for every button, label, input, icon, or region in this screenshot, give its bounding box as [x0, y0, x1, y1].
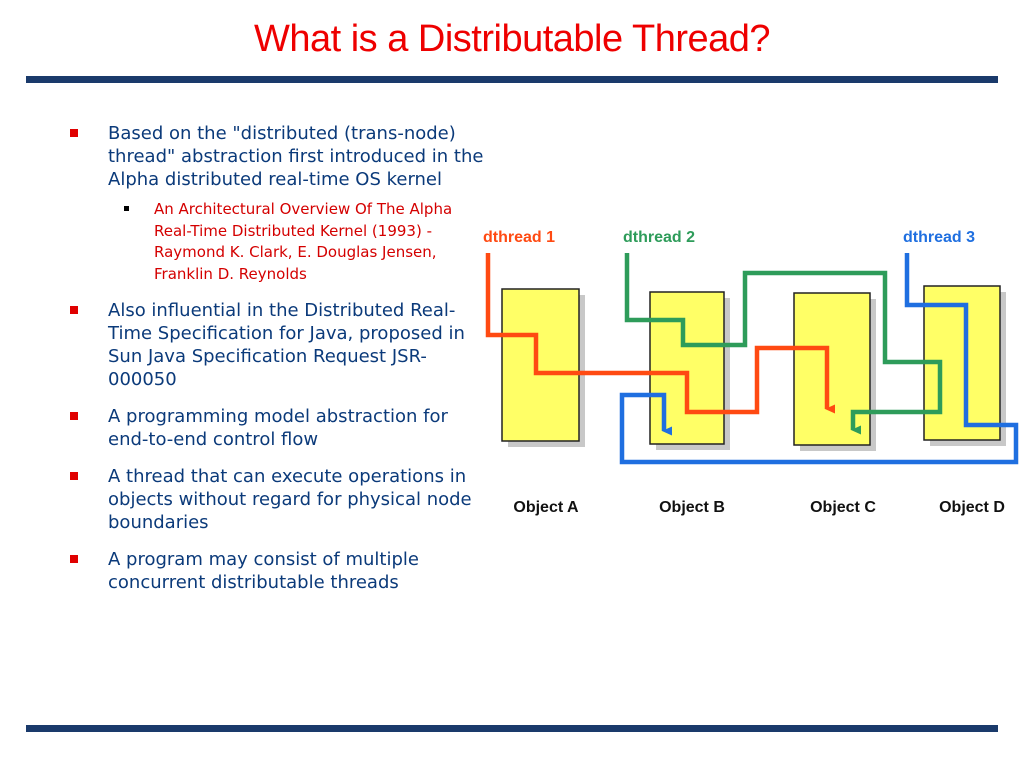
- bullet-list: Based on the "distributed (trans-node) t…: [66, 122, 486, 608]
- bullet-text: A programming model abstraction for end-…: [108, 406, 448, 450]
- bullet-marker: [70, 555, 78, 563]
- object-a-label: Object A: [513, 499, 579, 516]
- object-c-box: [793, 292, 876, 451]
- bullet-marker: [70, 129, 78, 137]
- bullet-text: Based on the "distributed (trans-node) t…: [108, 123, 484, 190]
- bullet-marker: [70, 472, 78, 480]
- object-b-label: Object B: [659, 499, 725, 516]
- object-d-label: Object D: [939, 499, 1005, 516]
- bullet-text: Also influential in the Distributed Real…: [108, 300, 465, 390]
- sub-bullet-marker: [124, 206, 129, 211]
- bottom-divider: [26, 725, 998, 732]
- top-divider: [26, 76, 998, 83]
- slide-title: What is a Distributable Thread?: [253, 18, 771, 60]
- object-c-label: Object C: [810, 499, 876, 516]
- bullet-item: Based on the "distributed (trans-node) t…: [66, 122, 486, 191]
- dthread-3-path: [619, 253, 1019, 465]
- dthread-diagram: dthread 1 dthread 2 dthread 3 Object A O…: [483, 229, 1019, 516]
- bullet-item: A thread that can execute operations in …: [66, 465, 486, 534]
- bullet-item: A programming model abstraction for end-…: [66, 405, 486, 451]
- citation-text: An Architectural Overview Of The Alpha R…: [154, 200, 453, 283]
- object-a-box: [501, 288, 585, 447]
- dthread-1-label: dthread 1: [483, 229, 555, 246]
- sub-bullet-item: An Architectural Overview Of The Alpha R…: [66, 199, 486, 285]
- bullet-text: A program may consist of multiple concur…: [108, 549, 419, 593]
- bullet-marker: [70, 306, 78, 314]
- dthread-1-path: [485, 253, 835, 415]
- dthread-2-path: [624, 253, 943, 435]
- bullet-text: A thread that can execute operations in …: [108, 466, 472, 533]
- bullet-item: Also influential in the Distributed Real…: [66, 299, 486, 391]
- dthread-2-label: dthread 2: [623, 229, 695, 246]
- dthread-3-label: dthread 3: [903, 229, 975, 246]
- object-b-box: [649, 291, 730, 450]
- bullet-item: A program may consist of multiple concur…: [66, 548, 486, 594]
- bullet-marker: [70, 412, 78, 420]
